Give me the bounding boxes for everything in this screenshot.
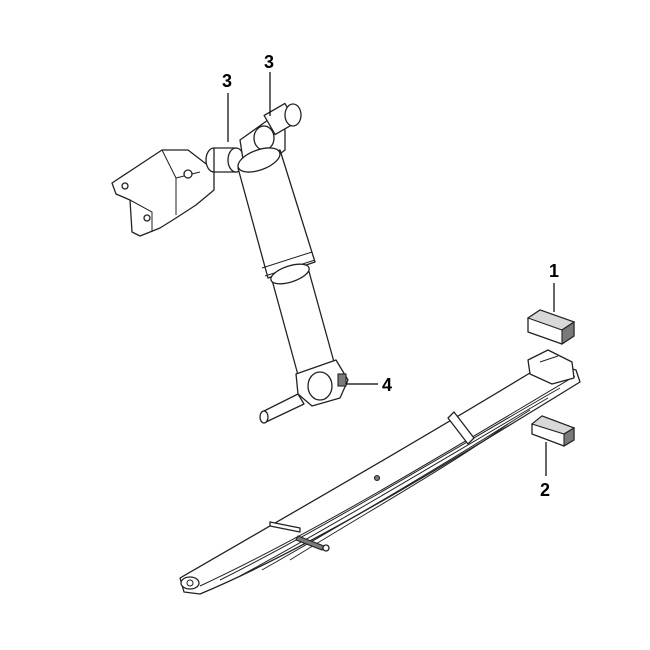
callout-3-left: 3: [222, 71, 232, 91]
leaf-spring: [179, 349, 581, 595]
shock-absorber: [237, 147, 349, 424]
callout-4: 4: [382, 375, 392, 395]
callout-1: 1: [549, 261, 559, 281]
rubber-pad-part-1: [526, 309, 576, 346]
callout-2: 2: [540, 480, 550, 500]
rubber-pad-part-2: [530, 415, 576, 447]
callout-3-right: 3: [264, 52, 274, 72]
shock-mounting-bracket: [111, 149, 215, 237]
